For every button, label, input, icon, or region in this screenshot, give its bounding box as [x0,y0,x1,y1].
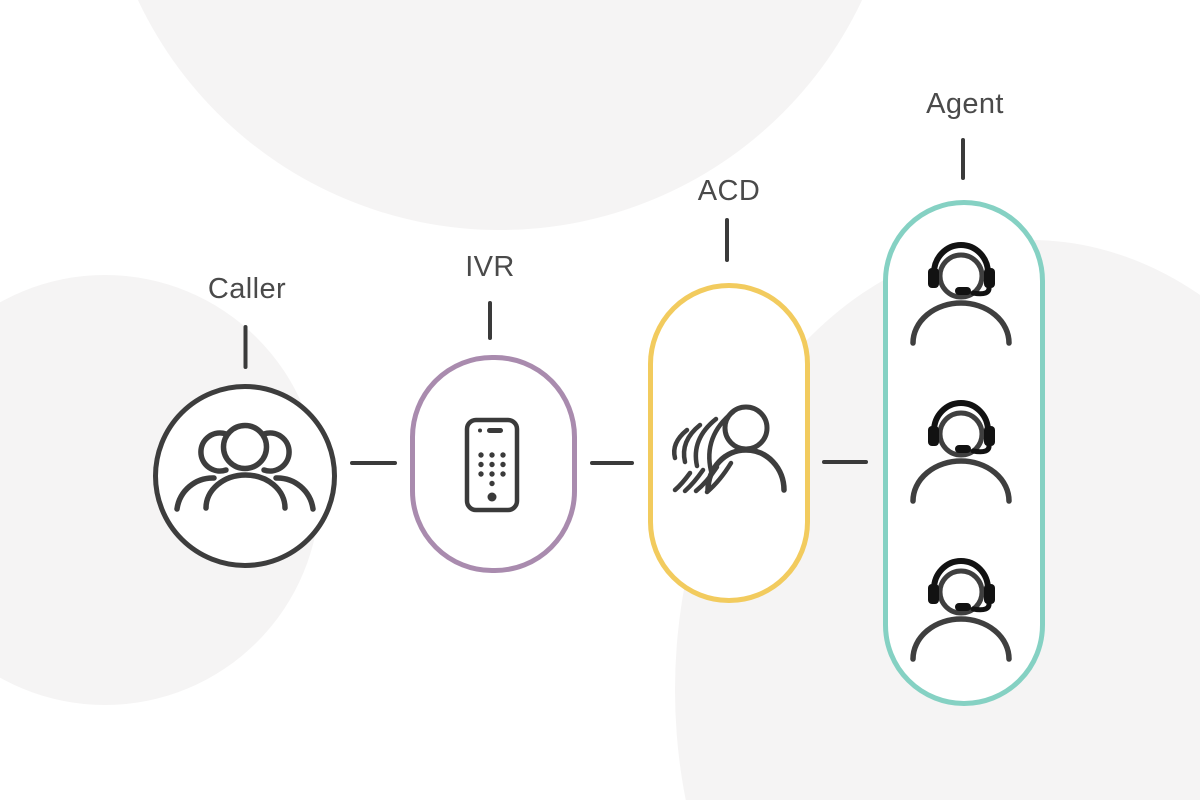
agent-headset-icon [913,245,1009,343]
node-label-ivr: IVR [465,251,515,283]
agent-headset-icon [913,403,1009,501]
phone-dialpad-icon [464,417,520,513]
node-shape-caller [153,384,337,568]
node-label-caller: Caller [207,273,287,305]
node-label-agent: Agent [926,88,1004,120]
agent-headset-icon [913,561,1009,659]
people-group-icon [174,422,316,512]
call-distribution-icon [672,404,787,495]
node-label-acd: ACD [697,175,761,207]
